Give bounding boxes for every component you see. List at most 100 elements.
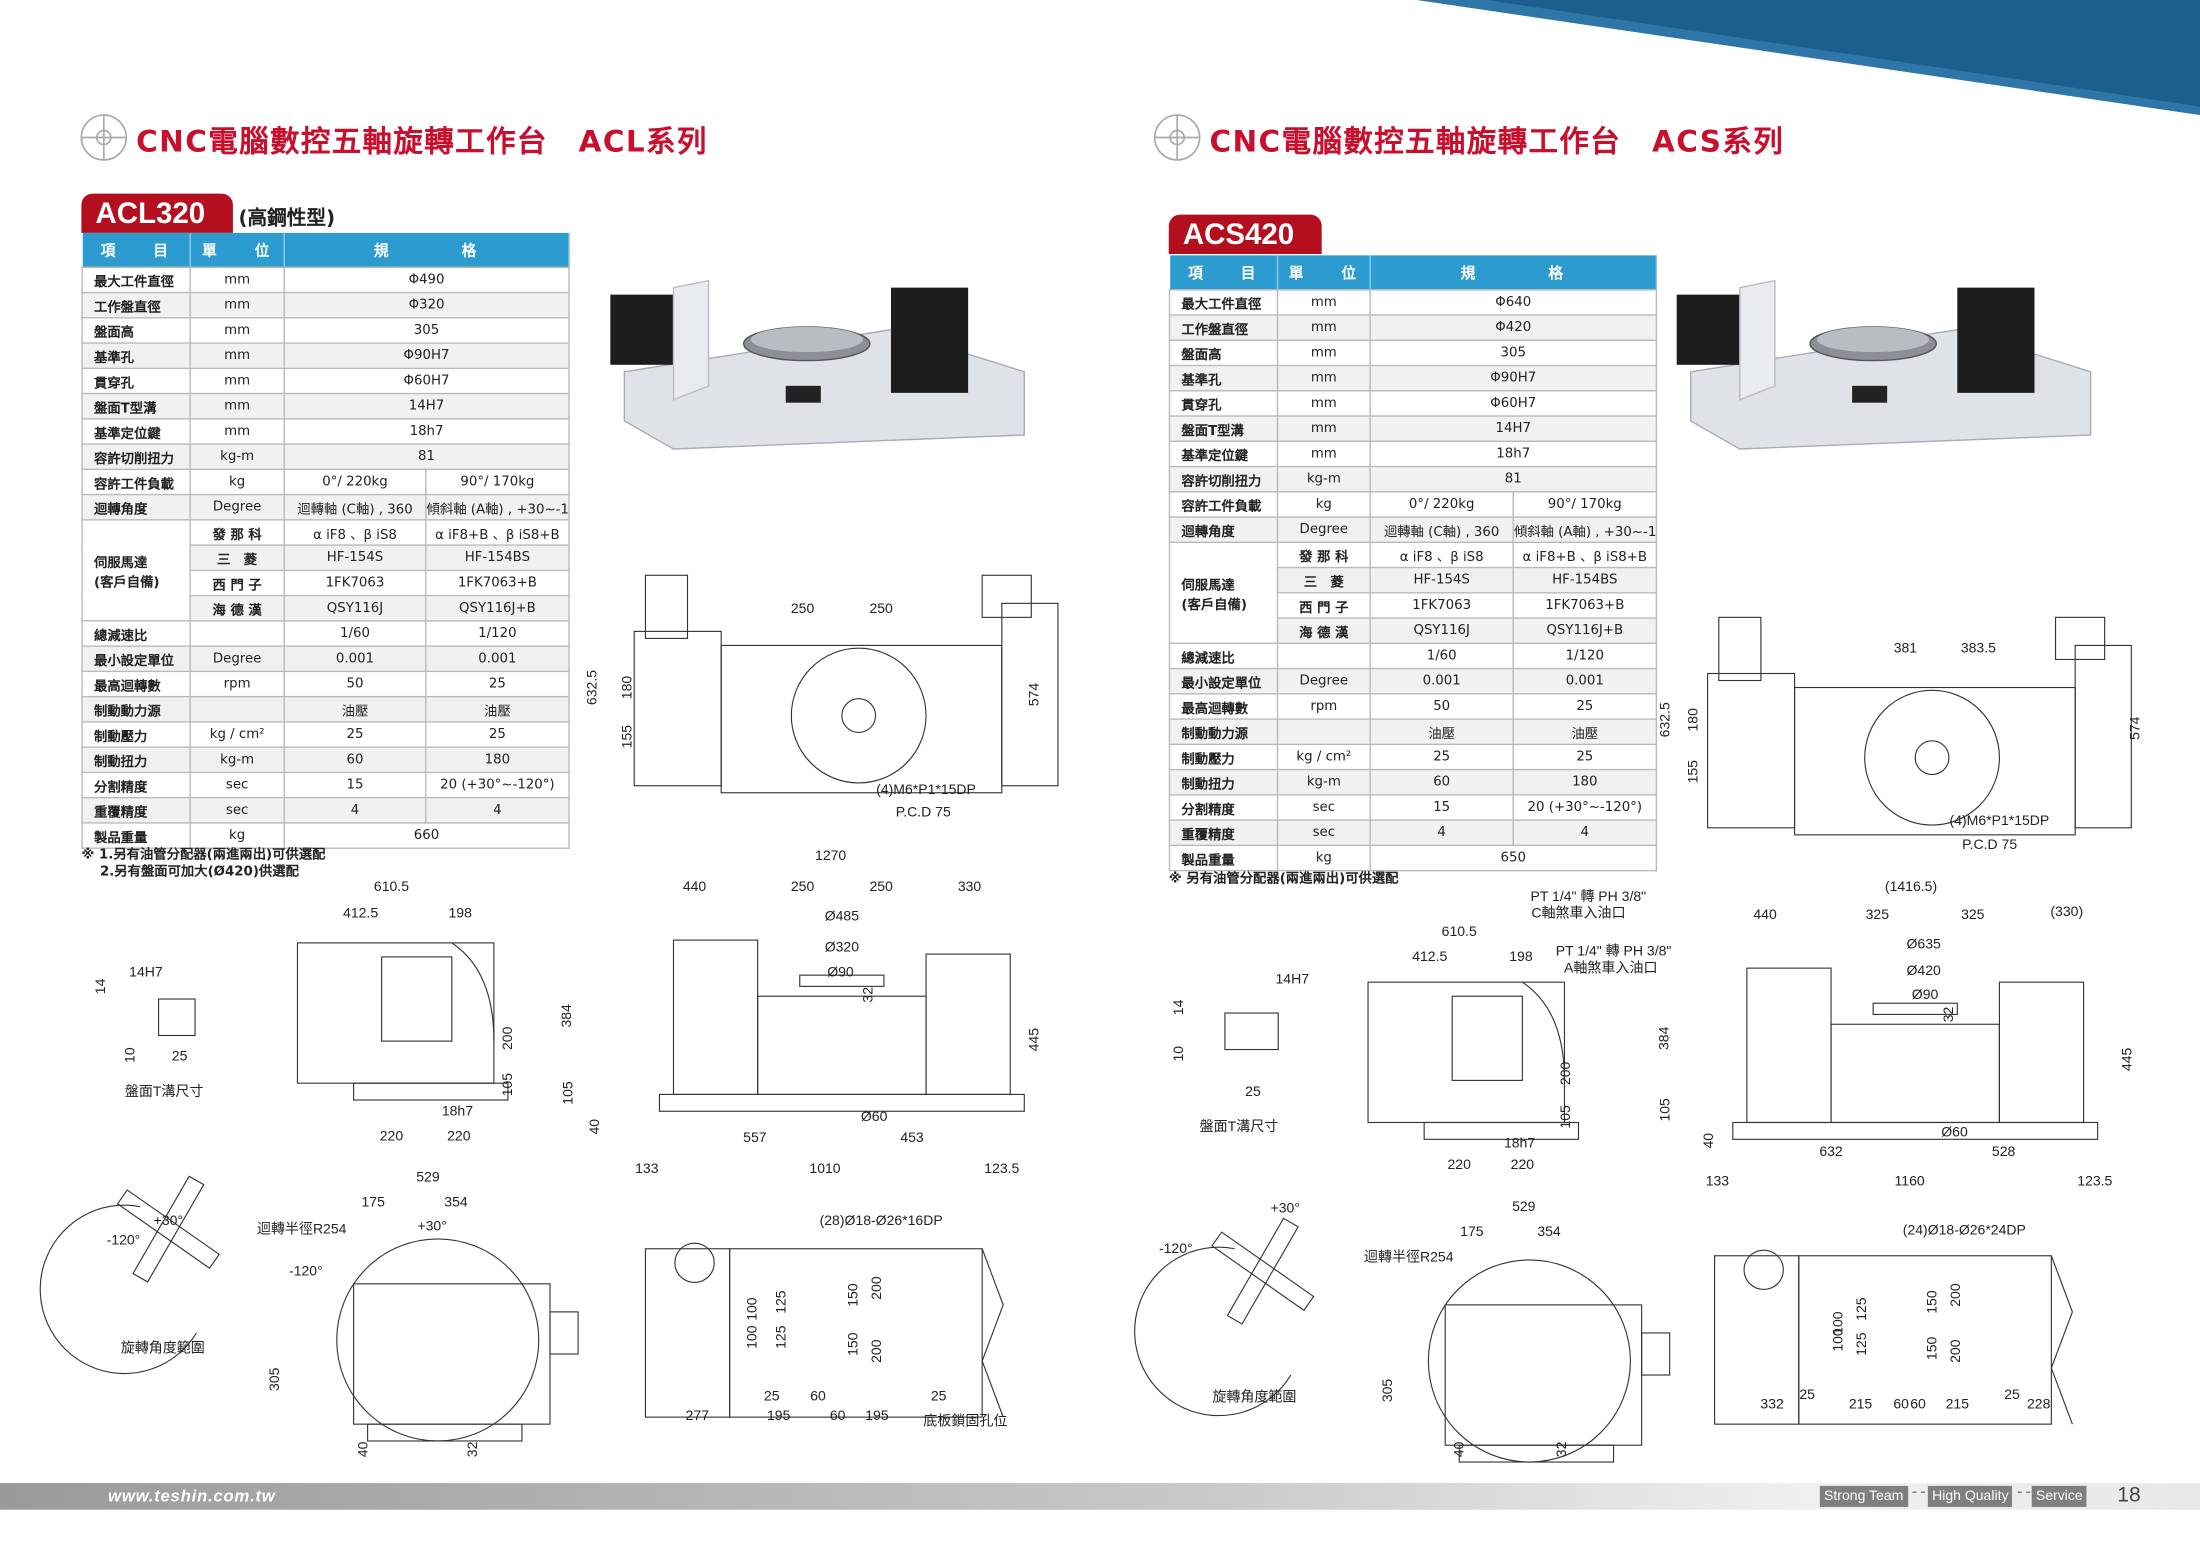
spec-value: 14H7 [1369,415,1658,442]
dimension-label: 105 [499,1073,515,1097]
dimension-label: 632.5 [1657,702,1673,737]
spec-value: α iF8+B 、β iS8+B [1512,541,1658,569]
side-view-acl [296,942,509,1101]
dimension-label: 14 [1170,999,1186,1015]
spec-value: 25 [1369,743,1514,771]
dimension-label: 200 [868,1276,884,1300]
dimension-label: 383.5 [1961,639,1996,655]
spec-unit: sec [189,771,285,799]
spec-unit: kg [189,822,285,849]
spec-unit: sec [1276,794,1371,821]
dimension-label: 574 [2127,716,2143,740]
spec-unit: 發 那 科 [1276,541,1371,569]
dimension-label: 125 [773,1325,789,1349]
dimension-label: 215 [1946,1396,1970,1412]
spec-value: 1/60 [283,620,427,647]
table-header-row: 項 目單 位規 格 [1169,255,1658,290]
spec-item: 制動動力源 [81,695,191,723]
spec-value: 650 [1369,844,1658,872]
website-link[interactable]: www.teshin.com.tw [108,1485,276,1506]
spec-unit: kg-m [1276,768,1371,796]
dimension-label: 354 [444,1194,468,1210]
dimension-label: 528 [1992,1143,2016,1159]
spec-unit: mm [1276,314,1371,341]
spec-value: 25 [425,670,570,698]
dimension-label: -120° [1159,1240,1193,1256]
tslot-detail-acs [1224,1012,1279,1051]
spec-unit: 三 菱 [1276,566,1371,594]
dimension-label: 198 [449,905,473,921]
spec-value: 1FK7063+B [1512,592,1658,619]
table-header-row: 項 目單 位規 格 [82,232,570,268]
dimension-label: 40 [355,1441,371,1457]
divider [2017,1491,2031,1493]
dimension-label: P.C.D 75 [1962,836,2017,852]
spec-value: QSY116J [283,594,427,622]
spec-value: 1/120 [1512,642,1658,670]
spec-value: 1/60 [1369,642,1514,670]
series-title-acl: CNC電腦數控五軸旋轉工作台 ACL系列 [136,124,708,159]
dimension-label: 旋轉角度範圍 [121,1340,205,1356]
spec-item: 製品重量 [1168,844,1279,872]
spec-item: 盤面高 [1168,339,1279,367]
spec-value: 油壓 [283,695,427,723]
spec-value: QSY116J+B [1512,617,1658,645]
dimension-label: 440 [1753,906,1777,922]
spec-item: 制動扭力 [81,746,191,774]
spec-value: 25 [1512,743,1658,771]
column-header: 項 目 [1169,255,1279,290]
dimension-label: 220 [1511,1156,1535,1172]
spec-item: 最大工件直徑 [1168,289,1279,316]
dimension-label: 133 [635,1160,659,1176]
spec-value: α iF8 、β iS8 [1369,541,1514,569]
side-view-acs [1367,981,1580,1140]
spec-value: 15 [1369,794,1514,821]
dimension-label: 175 [362,1194,386,1210]
spec-unit: Degree [1276,667,1371,695]
dimension-label: (24)Ø18-Ø26*24DP [1903,1222,2026,1238]
spec-value: Φ320 [283,291,570,319]
dimension-label: 200 [868,1339,884,1363]
dimension-label: 123.5 [984,1160,1019,1176]
spec-value: 傾斜軸 (A軸) , +30~-120 [1512,516,1658,543]
model-tab-acs420: ACS420 [1168,214,1322,254]
spec-unit: kg-m [189,746,285,774]
dimension-label: 277 [686,1407,710,1423]
spec-value: 305 [1369,339,1658,367]
spec-item: 重覆精度 [1168,819,1279,847]
dimension-label: 412.5 [343,905,378,921]
dimension-label: Ø485 [825,907,859,923]
dimension-label: 610.5 [374,878,409,894]
spec-unit: kg [189,468,285,496]
dimension-label: 32 [860,987,876,1003]
spec-value: QSY116J [1369,617,1514,645]
spec-value: HF-154BS [425,544,570,572]
model-subtitle: (高鋼性型) [238,207,336,231]
top-view-acl [336,1238,579,1442]
dimension-label: 220 [1448,1156,1472,1172]
dimension-label: 100 [743,1325,759,1349]
spec-unit: mm [1276,415,1371,442]
spec-value: 迴轉軸 (C軸) , 360 [1369,516,1514,543]
dimension-label: PT 1/4" 轉 PH 3/8" [1530,888,1646,904]
spec-value: Φ90H7 [1369,364,1658,392]
dimension-label: -120° [289,1262,323,1278]
dimension-label: 10 [1170,1046,1186,1062]
dimension-label: 旋轉角度範圍 [1212,1389,1296,1405]
spec-value: 傾斜軸 (A軸) , +30~-120 [425,493,570,521]
dimension-label: 155 [1685,760,1701,784]
product-photo-acs420 [1676,279,2092,450]
dimension-label: 250 [791,878,815,894]
dimension-label: 迴轉半徑R254 [1364,1248,1454,1264]
